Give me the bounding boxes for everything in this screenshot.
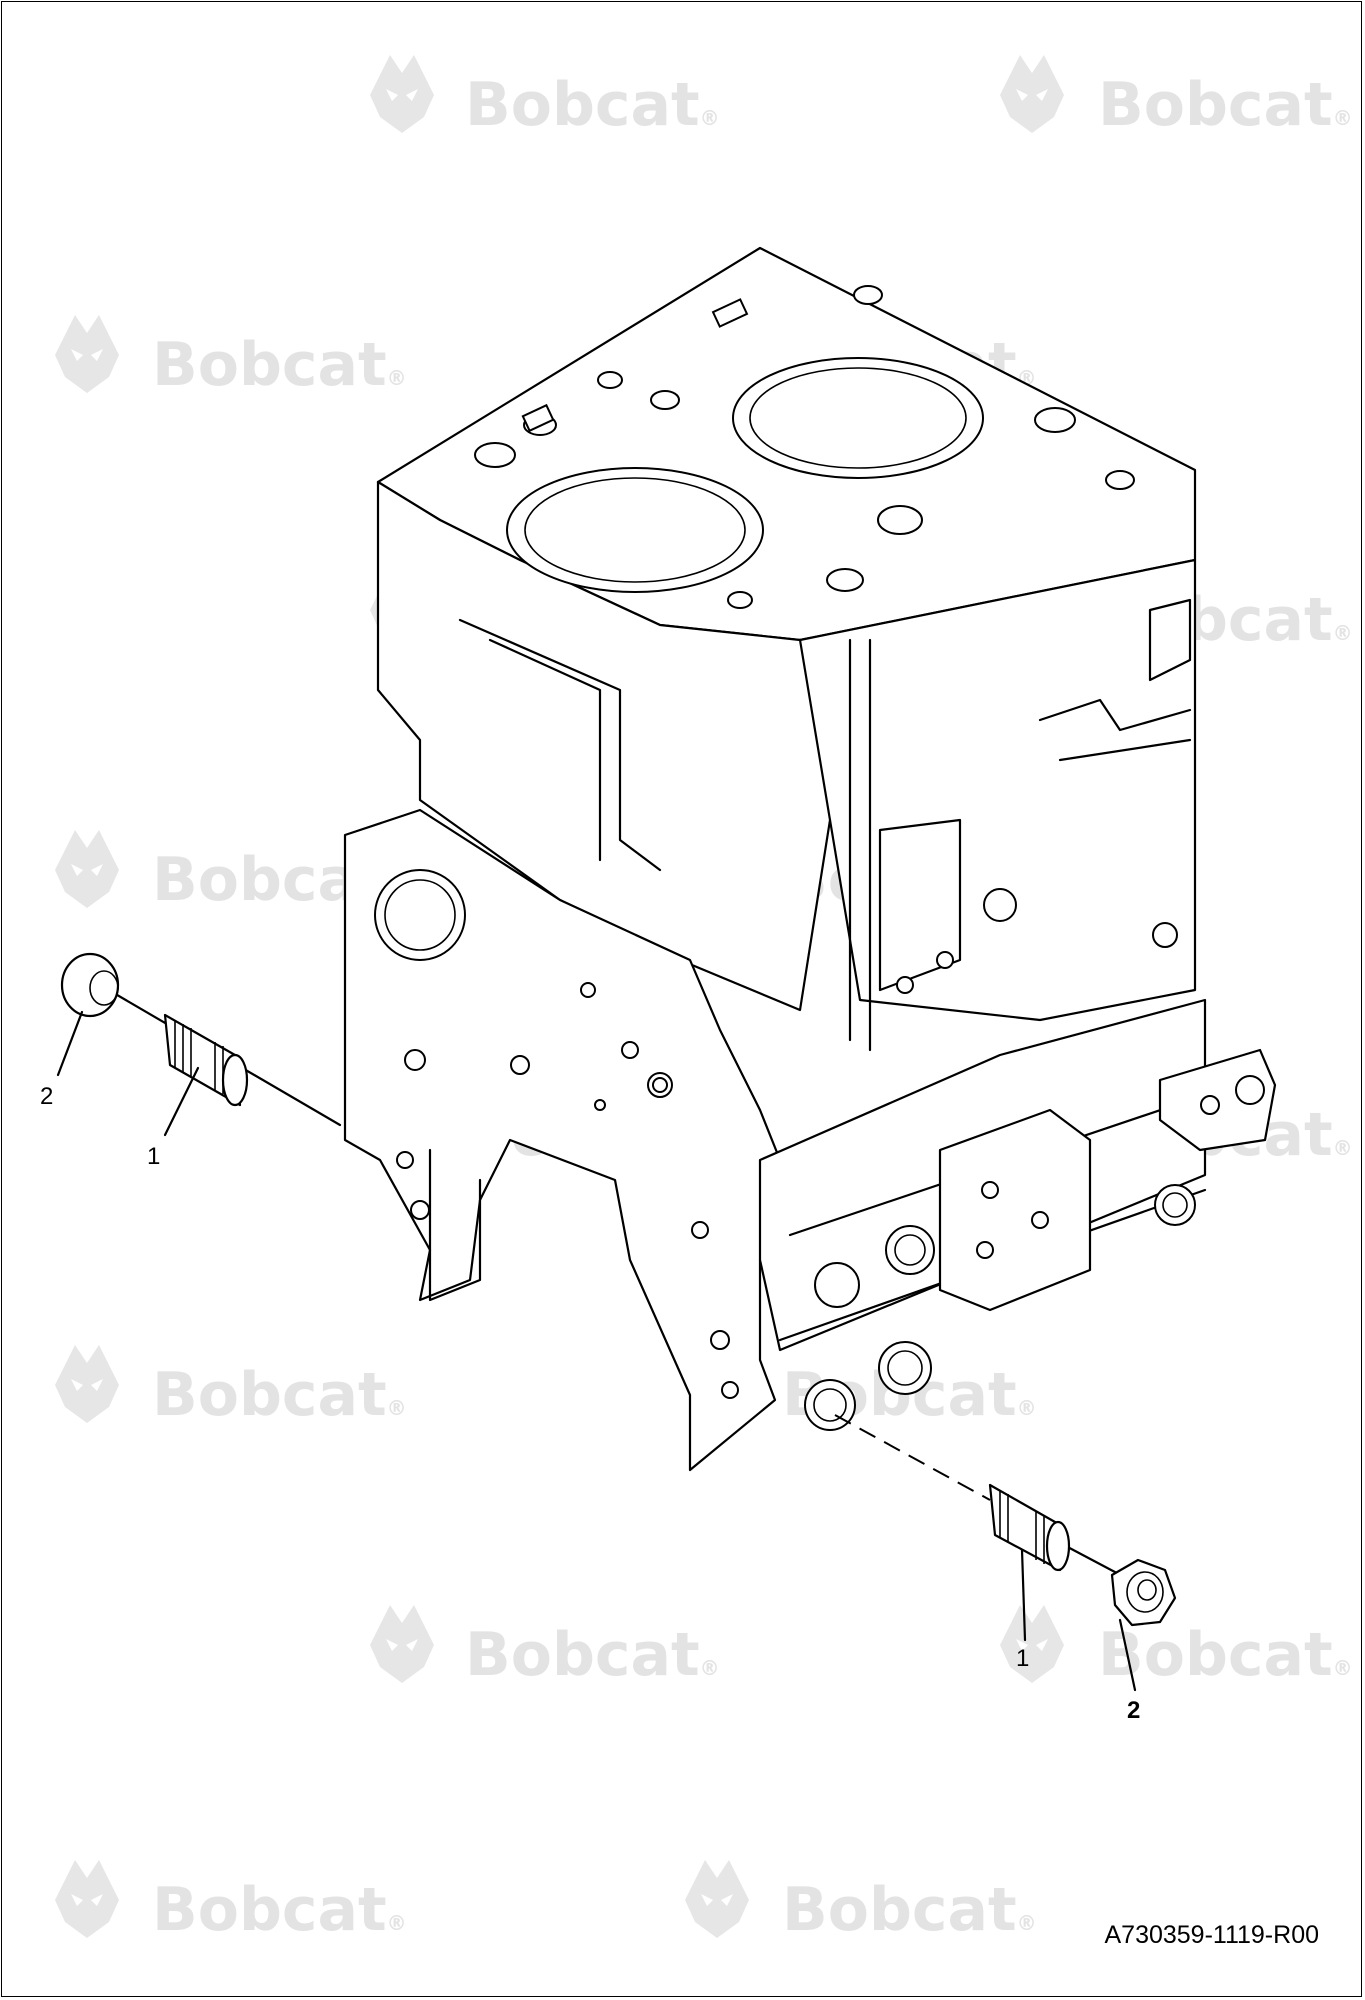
right-centerline bbox=[834, 1414, 991, 1501]
front-gear-case bbox=[343, 808, 782, 1472]
block-right-side bbox=[798, 558, 1197, 1022]
mount-boss bbox=[878, 1341, 932, 1395]
callout-right-stud: 1 bbox=[1016, 1645, 1029, 1672]
gear-case-seal-bore bbox=[374, 869, 466, 961]
watermark: Bobcat® bbox=[1000, 1605, 1353, 1690]
mount-boss bbox=[814, 1262, 860, 1308]
left-fastener-assembly bbox=[60, 952, 342, 1127]
svg-text:Bobcat®: Bobcat® bbox=[1098, 1620, 1353, 1690]
watermark: Bobcat® bbox=[1000, 55, 1353, 140]
figure-reference-code: A730359-1119-R00 bbox=[1104, 1921, 1319, 1949]
svg-text:Bobcat®: Bobcat® bbox=[152, 1875, 407, 1945]
watermark: Bobcat® bbox=[55, 315, 407, 400]
callout-left-nut: 2 bbox=[40, 1083, 53, 1110]
svg-text:Bobcat®: Bobcat® bbox=[465, 70, 720, 140]
watermark: Bobcat® bbox=[370, 55, 720, 140]
svg-text:Bobcat®: Bobcat® bbox=[465, 1620, 720, 1690]
svg-text:Bobcat®: Bobcat® bbox=[152, 1360, 407, 1430]
callout-right-nut: 2 bbox=[1127, 1697, 1140, 1724]
block-front-face bbox=[376, 480, 832, 1012]
watermark: Bobcat® bbox=[55, 1345, 407, 1430]
left-stud bbox=[163, 1013, 249, 1107]
mount-boss bbox=[885, 1225, 935, 1275]
watermark: Bobcat® bbox=[55, 1860, 407, 1945]
leader-lines bbox=[56, 1010, 1137, 1692]
svg-text:Bobcat®: Bobcat® bbox=[1098, 70, 1353, 140]
svg-text:Bobcat®: Bobcat® bbox=[782, 1875, 1037, 1945]
cylinder-bore-front bbox=[506, 467, 764, 593]
watermark: Bobcat® bbox=[370, 1605, 720, 1690]
svg-text:Bobcat®: Bobcat® bbox=[152, 330, 407, 400]
engine-block bbox=[343, 246, 1277, 1472]
right-fastener-assembly bbox=[834, 1414, 1177, 1627]
right-stud bbox=[988, 1483, 1071, 1572]
watermark: Bobcat® bbox=[685, 1860, 1037, 1945]
right-flange-nut bbox=[1110, 1558, 1177, 1627]
cylinder-bore-rear bbox=[732, 357, 984, 479]
side-plug bbox=[983, 888, 1017, 922]
deck-holes bbox=[474, 285, 1135, 609]
side-cover-plate bbox=[938, 1108, 1092, 1312]
left-flange-nut bbox=[60, 952, 120, 1018]
mount-boss bbox=[804, 1379, 856, 1431]
side-bracket bbox=[878, 818, 962, 992]
callout-left-stud: 1 bbox=[147, 1143, 160, 1170]
gear-case-bolt-holes bbox=[396, 982, 739, 1399]
